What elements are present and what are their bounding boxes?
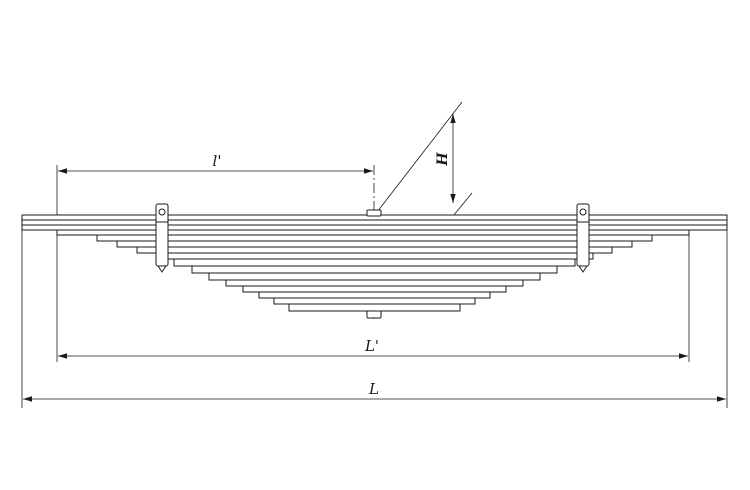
spring-leaf — [225, 279, 524, 287]
center-bolt-nut — [366, 310, 382, 319]
clip-tip — [578, 265, 588, 273]
center-bolt-head — [366, 209, 382, 217]
rebound-clip-right — [576, 203, 590, 273]
camber-ext-top — [373, 101, 463, 217]
spring-leaf — [242, 285, 507, 293]
spring-leaf — [173, 258, 576, 267]
spring-leaf — [21, 224, 728, 231]
label-camber: H — [435, 152, 451, 167]
clip-tip — [157, 265, 167, 273]
spring-leaf — [155, 252, 594, 260]
spring-leaves — [21, 214, 728, 312]
spring-leaf — [273, 297, 476, 305]
rebound-clip-left — [155, 203, 169, 273]
spring-leaf — [56, 229, 690, 236]
clip-bolt — [158, 208, 166, 216]
label-half-length: l' — [213, 152, 222, 170]
center-bolt — [366, 209, 382, 319]
spring-leaf — [191, 265, 558, 274]
dimension-lines — [23, 114, 726, 402]
spring-leaf — [258, 291, 491, 299]
label-total-length: L — [368, 380, 379, 398]
spring-leaf — [116, 240, 633, 248]
clip-band — [155, 203, 169, 267]
spring-leaf — [208, 272, 541, 281]
spring-leaf — [288, 303, 461, 312]
clip-bolt — [579, 208, 587, 216]
label-effective-length: L' — [364, 337, 379, 355]
spring-leaf — [136, 246, 613, 254]
clip-band — [576, 203, 590, 267]
spring-leaf — [21, 219, 728, 226]
spring-leaf — [96, 234, 653, 242]
